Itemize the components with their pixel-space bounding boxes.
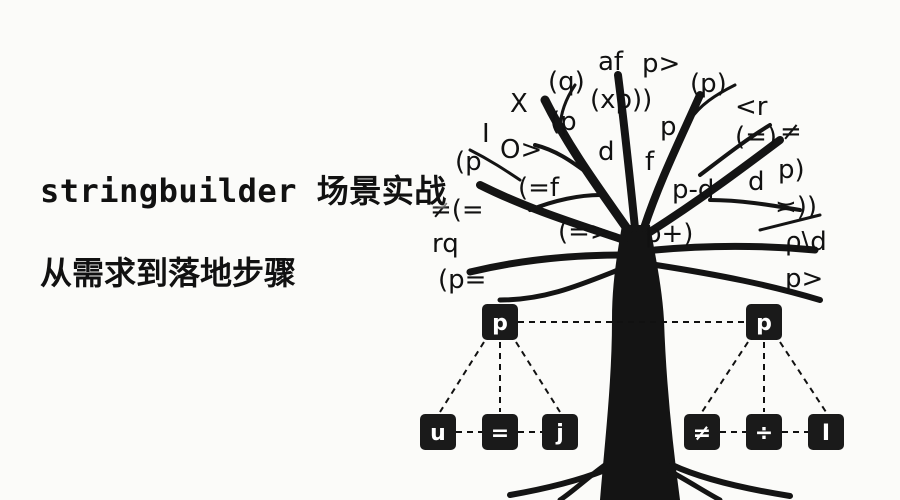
canopy-symbol: d [748, 167, 765, 197]
canopy-symbol: p> [785, 264, 823, 294]
child-node: ≠ [684, 414, 720, 450]
canopy-symbol: (p= [438, 265, 486, 295]
canopy-symbol: p) [778, 155, 805, 185]
tree-connectors [439, 321, 827, 433]
canopy-symbol: rq [432, 229, 459, 259]
canopy-symbol: (xp)) [590, 85, 652, 115]
canopy-symbol: I [482, 119, 490, 149]
canopy-symbol: ≠(= [430, 195, 484, 225]
title-line-2: 从需求到落地步骤 [40, 254, 297, 292]
child-node: I [808, 414, 844, 450]
child-node: ÷ [746, 414, 782, 450]
svg-text:÷: ÷ [755, 421, 773, 446]
parent-node-left: p [482, 304, 518, 340]
canopy-symbol: (=> [558, 217, 612, 247]
svg-text:=: = [491, 421, 509, 446]
canopy-symbol: O> [500, 135, 542, 165]
child-node: = [482, 414, 518, 450]
canopy-symbol: (p [550, 107, 577, 137]
canopy-symbol: (p) [690, 69, 727, 99]
canopy-symbol: ≍)) [775, 192, 817, 222]
tree-roots [507, 457, 793, 500]
parent-node-right: p [746, 304, 782, 340]
parent-node-right-label: p [756, 311, 772, 336]
canopy-symbols: (q) af p> (p) X (xp)) (p <r I p (=) ≠ O>… [430, 47, 827, 295]
canopy-symbol: (=f [518, 173, 560, 203]
canopy-symbol: f [645, 147, 655, 177]
canopy-symbol: p+) [645, 219, 693, 249]
svg-text:u: u [430, 421, 446, 446]
canopy-symbol: (p [455, 147, 482, 177]
child-node: u [420, 414, 456, 450]
svg-text:≠: ≠ [693, 421, 711, 446]
tree-trunk [600, 225, 680, 500]
title-line-1: stringbuilder 场景实战 [40, 172, 447, 210]
canopy-symbol: p-d [672, 175, 714, 205]
canopy-symbol: X [510, 89, 528, 119]
child-node: j [542, 414, 578, 450]
canopy-symbol: d [598, 137, 615, 167]
canopy-symbol: ≠ [780, 117, 802, 147]
canopy-symbol: p [660, 112, 677, 142]
parent-node-left-label: p [492, 311, 508, 336]
tree-branches [466, 71, 823, 303]
svg-text:I: I [822, 421, 830, 446]
canopy-symbol: af [598, 47, 624, 77]
canopy-symbol: p> [642, 49, 680, 79]
canopy-symbol: <r [735, 92, 768, 122]
svg-text:j: j [555, 421, 564, 446]
canopy-symbol: (=) [735, 122, 777, 152]
canopy-symbol: ρ\d [785, 227, 827, 257]
canopy-symbol: (q) [548, 67, 585, 97]
